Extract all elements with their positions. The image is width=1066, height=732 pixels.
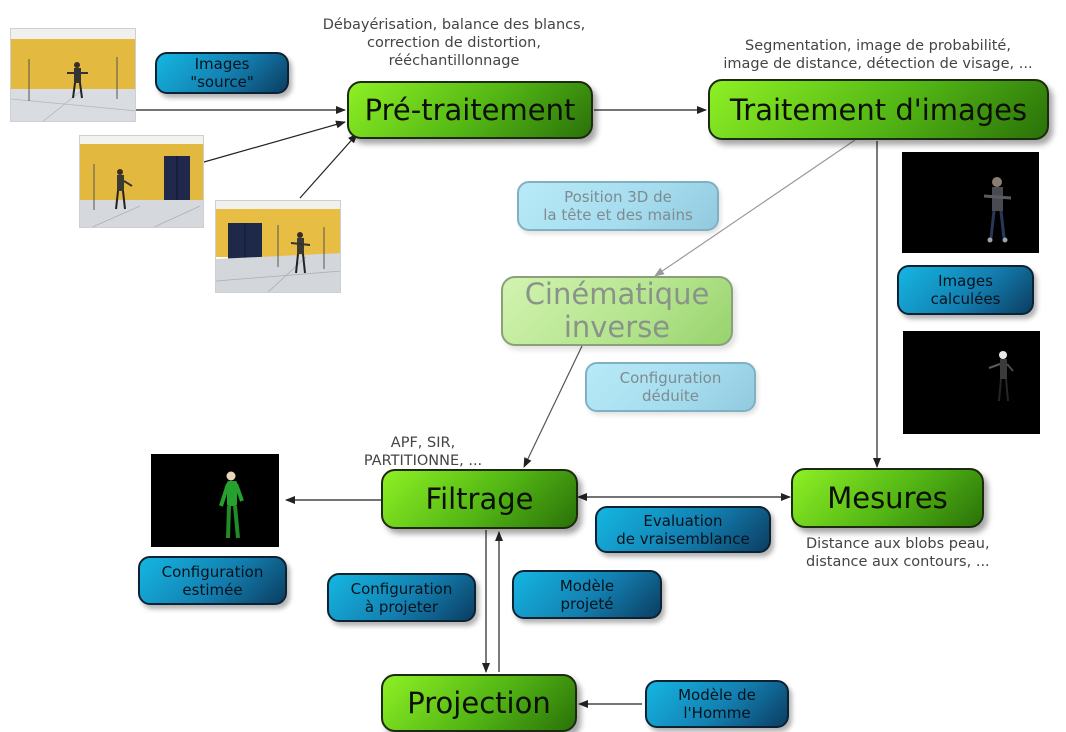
computed-images-label: Images calculées bbox=[897, 265, 1034, 315]
measure-types-annotation: Distance aux blobs peau, distance aux co… bbox=[806, 536, 990, 570]
source-image-3 bbox=[215, 200, 341, 293]
preprocessing-ops-annotation: Débayérisation, balance des blancs, corr… bbox=[322, 17, 586, 69]
position-3d-label: Position 3D de la tête et des mains bbox=[517, 181, 719, 231]
computed-image-probability bbox=[903, 331, 1040, 434]
estimated-configuration-image bbox=[151, 454, 279, 547]
arrow-kinematics-to-filtering bbox=[523, 345, 583, 468]
likelihood-evaluation-label: Evaluation de vraisemblance bbox=[595, 506, 771, 553]
arrow-processing-to-kinematics bbox=[654, 139, 856, 277]
computed-image-person bbox=[902, 152, 1039, 253]
inverse-kinematics-stage: Cinématique inverse bbox=[501, 276, 733, 346]
source-image-2 bbox=[79, 135, 204, 228]
measures-stage: Mesures bbox=[791, 468, 984, 528]
filtering-stage: Filtrage bbox=[381, 469, 578, 529]
source-images-label: Images "source" bbox=[155, 52, 289, 94]
processing-ops-annotation: Segmentation, image de probabilité, imag… bbox=[723, 38, 1033, 72]
human-model-label: Modèle de l'Homme bbox=[645, 680, 789, 728]
estimated-configuration-label: Configuration estimée bbox=[138, 556, 287, 605]
projection-stage: Projection bbox=[381, 674, 577, 732]
image-processing-stage: Traitement d'images bbox=[708, 79, 1049, 140]
preprocessing-stage: Pré-traitement bbox=[347, 81, 593, 139]
arrow-image2-to-preprocessing bbox=[203, 120, 346, 163]
arrow-image3-to-preprocessing bbox=[299, 133, 358, 199]
filter-types-annotation: APF, SIR, PARTITIONNE, ... bbox=[363, 435, 483, 469]
source-image-1 bbox=[10, 28, 136, 122]
deduced-configuration-label: Configuration déduite bbox=[585, 362, 756, 412]
projected-model-label: Modèle projeté bbox=[512, 570, 662, 619]
configuration-to-project-label: Configuration à projeter bbox=[327, 573, 476, 622]
